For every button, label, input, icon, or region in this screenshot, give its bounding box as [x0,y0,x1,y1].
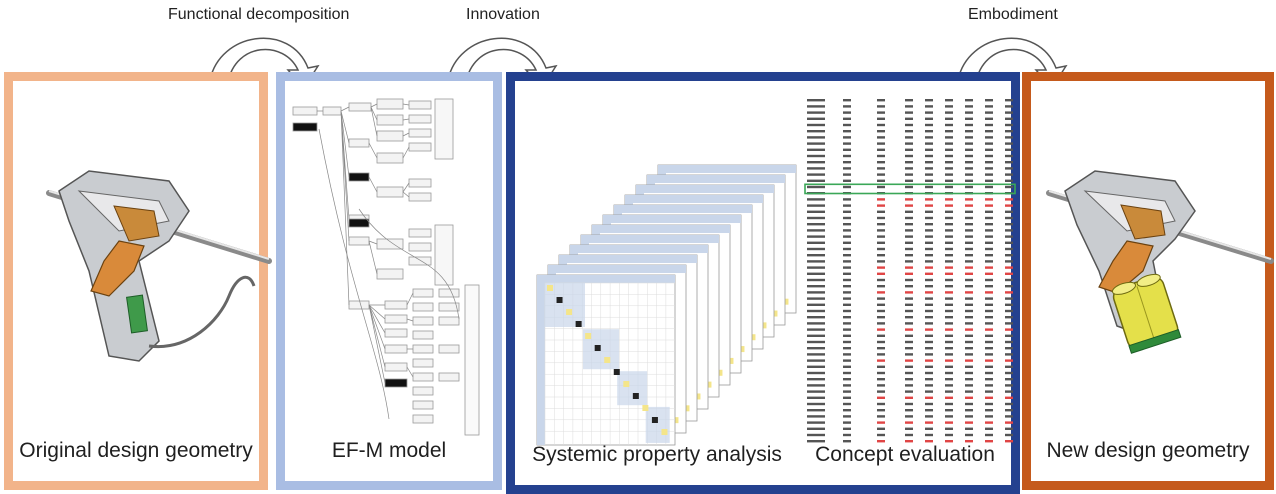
functional-decomposition-label: Functional decomposition [168,6,350,23]
concept-evaluation-caption: Concept evaluation [815,443,995,466]
efm-model-caption: EF-M model [331,439,447,462]
new-design-caption: New design geometry [1046,439,1250,462]
innovation-label: Innovation [466,6,540,23]
original-design-panel: Original design geometry [4,72,272,490]
analysis-panel: Systemic property analysis Concept evalu… [506,72,1020,494]
glue-gun-with-battery-icon [1046,170,1274,354]
dsm-matrix-stack-icon [536,164,797,446]
glue-gun-icon [46,170,272,362]
results-table-icon [804,99,1016,443]
new-design-panel: New design geometry [1022,72,1274,490]
original-design-caption: Original design geometry [19,439,253,462]
systemic-property-caption: Systemic property analysis [532,443,782,466]
tree-graph-icon [292,98,480,436]
efm-model-panel: EF-M model [276,72,502,490]
embodiment-label: Embodiment [968,6,1058,23]
